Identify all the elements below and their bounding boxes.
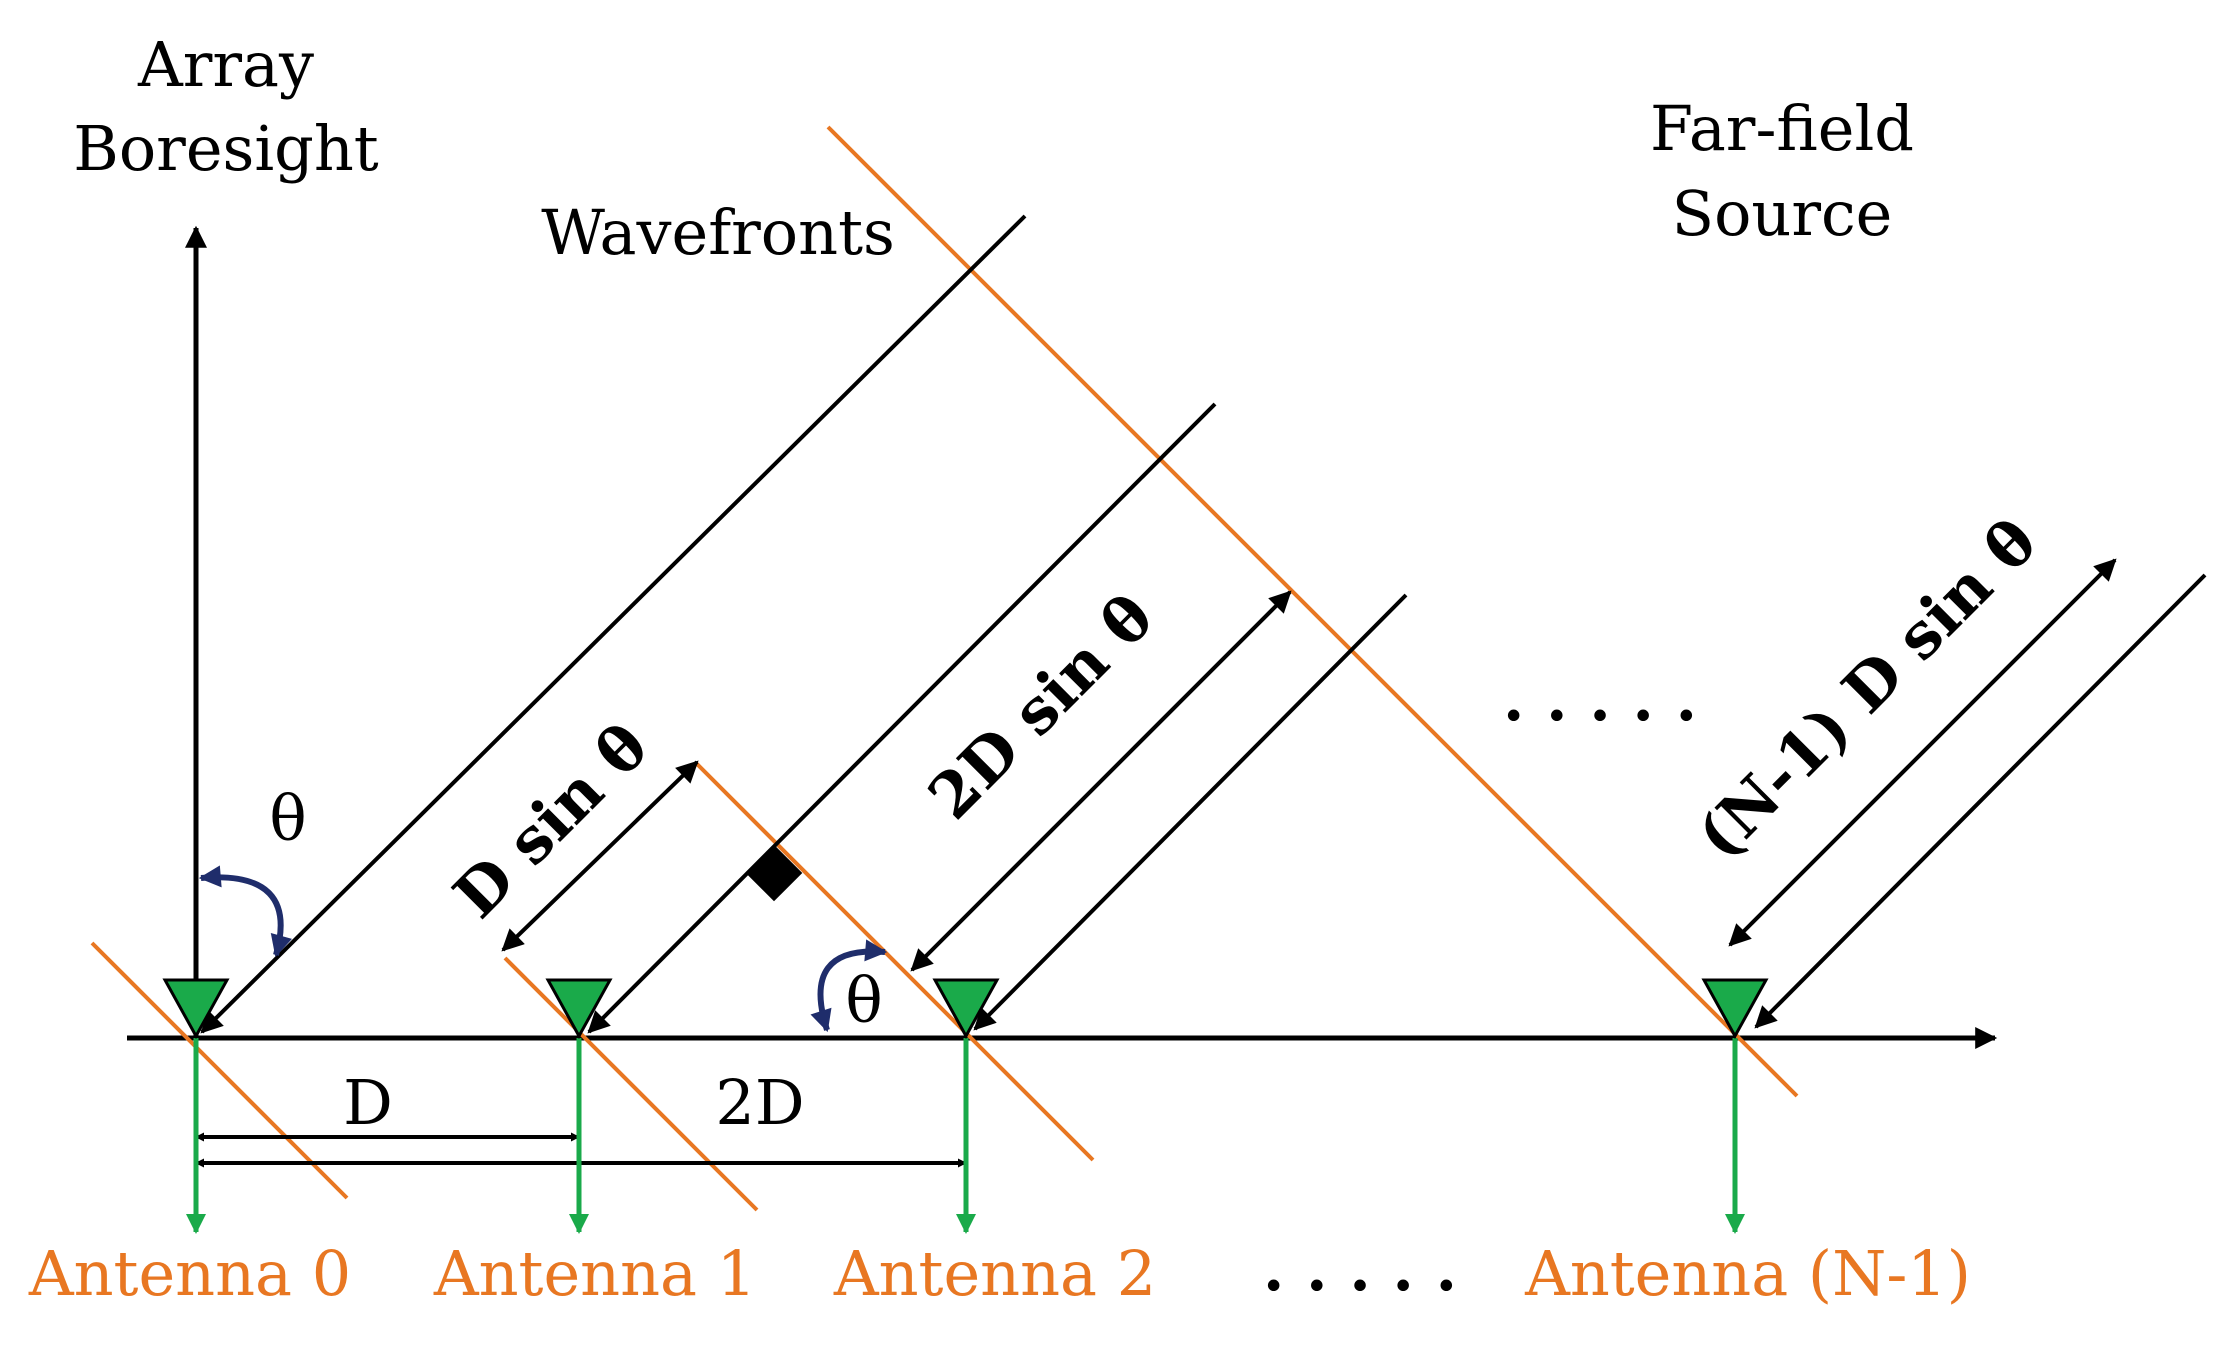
2d-sin-theta-label: 2D sin θ xyxy=(914,580,1167,833)
2d-sin-theta-arrow xyxy=(910,590,1292,972)
antenna-label: Antenna 0 xyxy=(28,1237,351,1310)
theta-angle-arc xyxy=(810,939,888,1033)
incoming-ray xyxy=(200,214,1027,1034)
ellipsis-dots: . . . . . xyxy=(1263,1232,1457,1305)
source-label-line1: Far-field xyxy=(1650,92,1914,165)
antenna-label: Antenna (N-1) xyxy=(1524,1237,1971,1310)
antenna-element-icon xyxy=(1701,978,1769,1040)
d-sin-theta-arrow xyxy=(501,760,699,952)
spacing-2d-label: 2D xyxy=(715,1066,804,1139)
spacing-d-label: D xyxy=(343,1066,393,1139)
boresight-label-line1: Array xyxy=(137,28,314,101)
boresight-label-line2: Boresight xyxy=(73,112,378,185)
antenna-label: Antenna 1 xyxy=(433,1237,756,1310)
incoming-ray xyxy=(587,402,1217,1034)
incoming-ray xyxy=(1754,573,2207,1029)
antenna-element-icon xyxy=(162,978,230,1040)
wavefronts-label: Wavefronts xyxy=(541,196,895,269)
theta-angle-arc xyxy=(198,865,292,958)
right-angle-marker xyxy=(745,844,803,902)
n1-d-sin-theta-label: (N-1) D sin θ xyxy=(1683,505,2051,873)
antenna-element-icon xyxy=(932,978,1000,1040)
antenna-element-icon xyxy=(545,978,613,1040)
d-sin-theta-label: D sin θ xyxy=(439,709,662,932)
ellipsis-dots: . . . . . xyxy=(1503,662,1697,735)
theta-label: θ xyxy=(269,782,306,855)
source-label-line2: Source xyxy=(1672,177,1893,250)
theta-label: θ xyxy=(845,964,882,1037)
wavefront-line xyxy=(90,941,349,1200)
wavefront-line xyxy=(694,761,1095,1162)
wavefront-line xyxy=(503,956,759,1212)
wavefront-line xyxy=(826,125,1799,1098)
antenna-label: Antenna 2 xyxy=(833,1237,1156,1310)
n1-d-sin-theta-arrow xyxy=(1728,558,2117,947)
